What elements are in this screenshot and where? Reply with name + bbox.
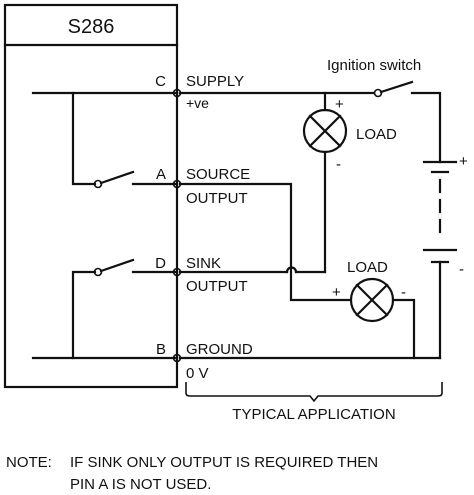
- pin-d-letter: D: [155, 255, 166, 272]
- terminal-c-label-top: SUPPLY: [186, 73, 244, 90]
- s286-module: S286: [3, 3, 179, 389]
- internal-wiring: [31, 91, 179, 360]
- module-title: S286: [68, 16, 115, 38]
- load1-plus: +: [335, 96, 344, 113]
- pin-b-letter: B: [156, 341, 166, 358]
- note: NOTE: IF SINK ONLY OUTPUT IS REQUIRED TH…: [6, 454, 378, 493]
- terminal-b-label-top: GROUND: [186, 341, 253, 358]
- load1-lamp-cross-b: [308, 114, 342, 148]
- ignition-switch-contact: [373, 88, 383, 98]
- terminal-b-label-bottom: 0 V: [186, 365, 209, 382]
- bracket-line: [185, 382, 443, 403]
- typical-application-label: TYPICAL APPLICATION: [232, 406, 395, 423]
- load2-plus: +: [332, 284, 341, 301]
- note-line-2: PIN A IS NOT USED.: [70, 476, 211, 493]
- ignition-switch-blade: [379, 80, 414, 94]
- load2-return-wire: [391, 298, 416, 360]
- battery-minus: -: [459, 261, 464, 278]
- load1-minus: -: [336, 156, 341, 173]
- internal-source-branch: [71, 91, 97, 186]
- pin-c-letter: C: [155, 73, 166, 90]
- module-outline: [3, 3, 179, 389]
- pin-a-letter: A: [156, 166, 166, 183]
- load2-lamp-icon: [349, 277, 395, 323]
- note-line-1: IF SINK ONLY OUTPUT IS REQUIRED THEN: [70, 454, 378, 471]
- terminal-d-label-bottom: OUTPUT: [186, 278, 248, 295]
- terminal-labels: SUPPLY +ve SOURCE OUTPUT SINK OUTPUT GRO…: [186, 73, 253, 382]
- external-wiring: [178, 80, 442, 360]
- load2-label: LOAD: [347, 259, 388, 276]
- terminal-c-label-bottom: +ve: [186, 95, 209, 111]
- load1-lamp-icon: [302, 108, 348, 154]
- source-switch-contact-left: [93, 179, 103, 189]
- load2-lamp-cross-b: [355, 283, 389, 317]
- terminal-a-label-bottom: OUTPUT: [186, 190, 248, 207]
- terminal-a-label-top: SOURCE: [186, 166, 250, 183]
- load-2: + - LOAD: [332, 259, 406, 323]
- sink-switch-contact-left: [93, 267, 103, 277]
- pin-letters: C A D B: [155, 73, 166, 358]
- battery: + -: [422, 153, 468, 278]
- battery-plus: +: [459, 153, 468, 170]
- load1-label: LOAD: [356, 126, 397, 143]
- battery-positive-wire: [410, 91, 442, 164]
- sink-switch-blade: [99, 258, 135, 273]
- load2-minus: -: [401, 284, 406, 301]
- terminal-d-label-top: SINK: [186, 255, 221, 272]
- note-prefix: NOTE:: [6, 454, 52, 471]
- ignition-switch-label: Ignition switch: [327, 57, 421, 74]
- typical-application-bracket: TYPICAL APPLICATION: [185, 382, 443, 423]
- internal-sink-branch: [71, 270, 97, 360]
- source-wire: [178, 182, 352, 302]
- source-switch-blade: [99, 170, 135, 185]
- load-1: + - LOAD: [302, 96, 397, 173]
